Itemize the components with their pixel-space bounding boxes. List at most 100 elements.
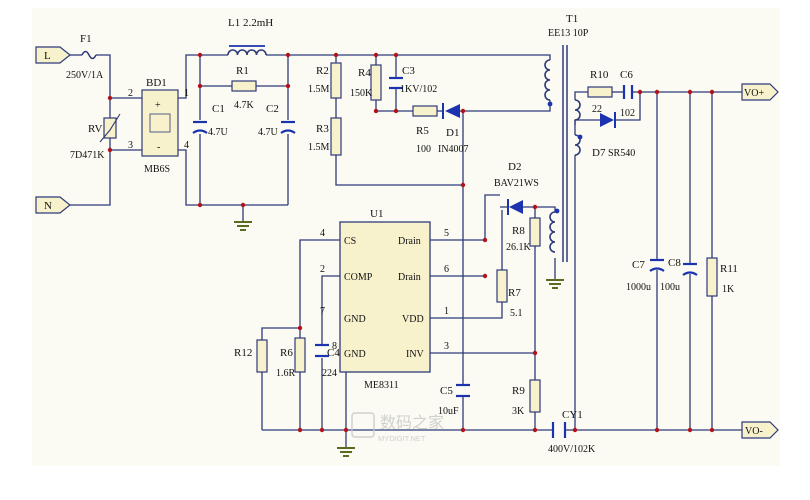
r8-ref: R8 [512, 225, 525, 237]
ic-u1: U1 ME8311 CS 4 COMP 2 GND 7 GND 8 Drain … [320, 208, 449, 391]
u1-ref: U1 [370, 208, 383, 220]
rv-ref: RV [88, 123, 102, 135]
f1-value: 250V/1A [66, 70, 104, 81]
bd1-pin3: 3 [128, 140, 133, 151]
r11-value: 1K [722, 284, 735, 295]
resistor-r10: R10 22 [587, 69, 613, 115]
r12-ref: R12 [234, 347, 252, 359]
u1-pin-num-3: 3 [444, 341, 449, 352]
u1-pin-num-5: 5 [444, 228, 449, 239]
u1-pin-num-4: 4 [320, 228, 325, 239]
resistor-r4: R4 150K [350, 64, 382, 101]
u1-pin-num-6: 6 [444, 264, 449, 275]
resistor-r8: R8 26.1K [506, 217, 541, 253]
terminal-l-label: L [44, 50, 51, 62]
resistor-r11: R11 1K [706, 257, 738, 297]
d7-ref: D7 [592, 147, 606, 159]
watermark: 数码之家 MYDIGIT.NET [351, 412, 444, 443]
t1-ref: T1 [566, 13, 578, 25]
resistor-r12: R12 [234, 339, 268, 373]
resistor-r2: R2 1.5M [308, 62, 342, 99]
bd1-pin1: 1 [184, 88, 189, 99]
r10-value: 22 [592, 104, 602, 115]
watermark-text: 数码之家 [380, 414, 444, 432]
u1-pin-num-8: 8 [332, 341, 337, 352]
rv-value: 7D471K [70, 150, 105, 161]
capacitor-c1: C1 4.7U [192, 103, 229, 138]
resistor-r1: R1 4.7K [231, 65, 257, 111]
c5-value: 10uF [438, 406, 459, 417]
cy1-value: 400V/102K [548, 444, 596, 455]
u1-pin-vdd: VDD [402, 314, 424, 325]
resistor-r5: R5 100 [412, 105, 438, 155]
u1-pin-num-2: 2 [320, 264, 325, 275]
c4-value: 224 [322, 368, 337, 379]
terminal-vo-neg-label: VO- [745, 426, 763, 437]
svg-text:-: - [157, 142, 160, 153]
terminal-n-label: N [44, 200, 52, 212]
c8-value: 100u [660, 282, 680, 293]
resistor-r3: R3 1.5M [308, 117, 342, 156]
u1-pin-drain-6: Drain [398, 272, 421, 283]
terminal-vo-neg: VO- [741, 421, 779, 439]
capacitor-c5: C5 10uF [438, 383, 470, 417]
u1-pin-gnd-8: GND [344, 349, 366, 360]
t1-value: EE13 10P [548, 28, 589, 39]
r10-ref: R10 [590, 69, 609, 81]
r6-value: 1.6R [276, 368, 296, 379]
r6-ref: R6 [280, 347, 293, 359]
u1-part-name: ME8311 [364, 380, 399, 391]
c8-ref: C8 [668, 257, 681, 269]
capacitor-c6: C6 102 [620, 69, 635, 119]
bridge-bd1: + - BD1 MB6S 2 1 3 4 [128, 77, 189, 175]
r5-ref: R5 [416, 125, 429, 137]
capacitor-c2: C2 4.7U [258, 103, 296, 138]
resistor-r6: R6 1.6R [276, 337, 306, 379]
u1-pin-gnd-7: GND [344, 314, 366, 325]
c7-ref: C7 [632, 259, 645, 271]
diode-d7: D7 SR540 [592, 112, 635, 159]
u1-pin-drain-5: Drain [398, 236, 421, 247]
fuse-f1: F1 250V/1A [66, 33, 104, 81]
c3-value: 1KV/102 [400, 84, 437, 95]
c6-ref: C6 [620, 69, 633, 81]
bd1-pin2: 2 [128, 88, 133, 99]
r3-ref: R3 [316, 123, 329, 135]
c5-ref: C5 [440, 385, 453, 397]
c2-value: 4.7U [258, 127, 279, 138]
resistor-r9: R9 3K [512, 379, 541, 417]
capacitor-cy1: CY1 400V/102K [548, 409, 596, 455]
capacitor-c8: C8 100u [660, 257, 698, 293]
r1-ref: R1 [236, 65, 249, 77]
u1-pin-cs: CS [344, 236, 356, 247]
capacitor-c4: C4 224 [315, 343, 340, 379]
d1-ref: D1 [446, 127, 459, 139]
u1-pin-num-7: 7 [320, 306, 325, 317]
r2-value: 1.5M [308, 84, 330, 95]
u1-pin-num-1: 1 [444, 306, 449, 317]
u1-pin-comp: COMP [344, 272, 373, 283]
watermark-site: MYDIGIT.NET [378, 434, 426, 443]
f1-ref: F1 [80, 33, 92, 45]
r1-value: 4.7K [234, 100, 255, 111]
d7-value: SR540 [608, 148, 635, 159]
c7-value: 1000u [626, 282, 651, 293]
bd1-ref: BD1 [146, 77, 167, 89]
r11-ref: R11 [720, 263, 738, 275]
r9-value: 3K [512, 406, 525, 417]
capacitor-c7: C7 1000u [626, 258, 665, 293]
l1-label: L1 2.2mH [228, 17, 273, 29]
varistor-rv: RV 7D471K [70, 113, 121, 161]
resistor-r7: R7 5.1 [496, 269, 523, 319]
terminal-n: N [35, 196, 71, 214]
bd1-value: MB6S [144, 164, 170, 175]
capacitor-c3: C3 1KV/102 [389, 65, 437, 95]
c4-ref: C4 [327, 347, 340, 359]
c1-ref: C1 [212, 103, 225, 115]
r4-ref: R4 [358, 67, 371, 79]
diode-d1: D1 IN4007 [438, 103, 469, 155]
svg-text:+: + [155, 100, 161, 111]
c2-ref: C2 [266, 103, 279, 115]
diode-d2: D2 BAV21WS [494, 161, 539, 215]
